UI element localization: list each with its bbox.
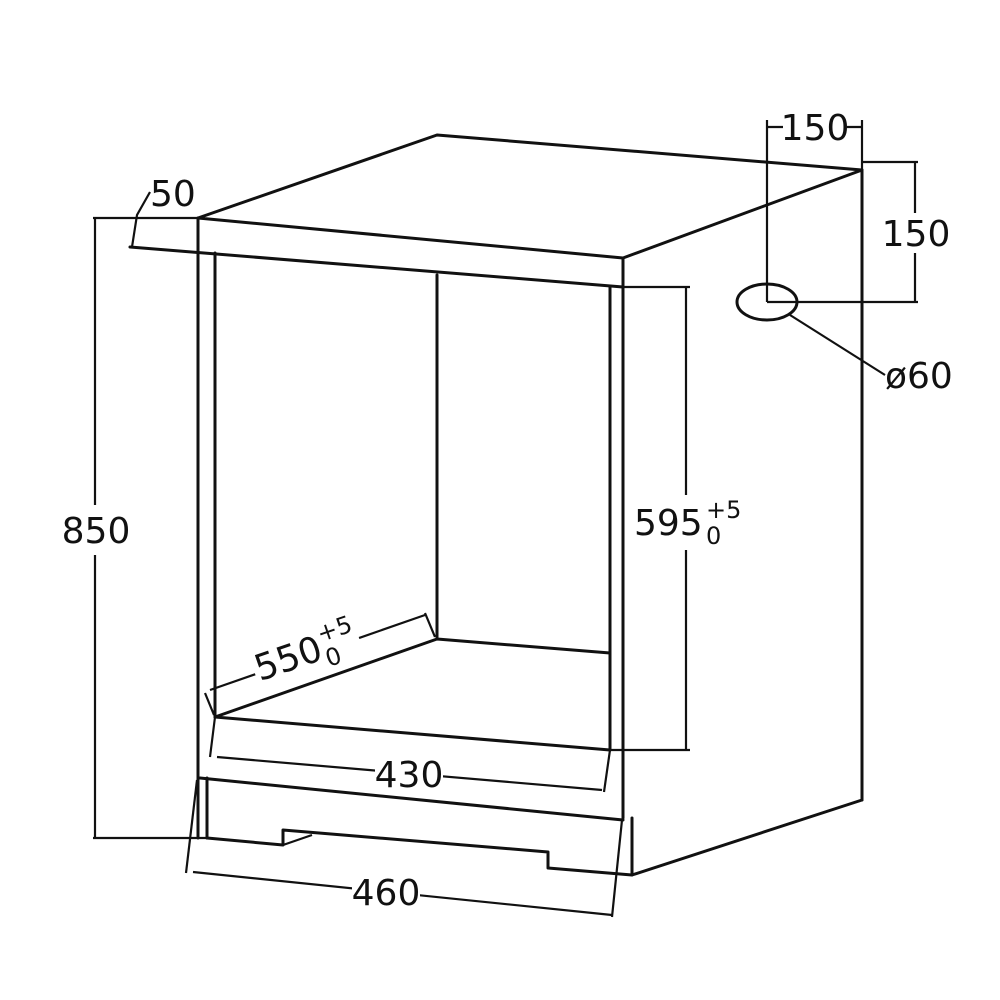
cabinet-outline [128, 133, 864, 877]
dim-niche-height-tol-upper: +5 [706, 496, 741, 524]
dimension-50: 50 [130, 174, 196, 248]
hole-dimensions: 150 150 ø60 [735, 108, 953, 397]
dim-top-offset: 50 [150, 174, 196, 215]
dimension-430: 430 [208, 716, 612, 796]
dim-niche-height-tol-lower: 0 [706, 522, 721, 550]
dimension-460: 460 [184, 779, 624, 918]
dimension-550: 550 +5 0 [203, 610, 437, 716]
plinth-bottom [205, 816, 634, 877]
plinth-notch [282, 833, 313, 847]
dimension-850: 850 [55, 216, 207, 840]
plinth-top [198, 776, 625, 822]
dim-hole-vertical: 150 [882, 214, 951, 255]
dim-hole-horizontal: 150 [781, 108, 850, 149]
dim-height-total: 850 [62, 511, 131, 552]
dim-niche-height: 595 [634, 503, 703, 544]
dimension-595: 595 +5 0 [610, 285, 742, 752]
right-side-bottom [630, 798, 864, 877]
dim-outer-depth: 460 [352, 873, 421, 914]
niche-floor-front [213, 715, 612, 752]
dim-hole-diameter: ø60 [885, 356, 953, 397]
niche-floor-back [213, 637, 612, 719]
dim-inner-depth: 430 [375, 755, 444, 796]
top-face [196, 133, 864, 260]
front-band-lower-edge [128, 245, 625, 289]
